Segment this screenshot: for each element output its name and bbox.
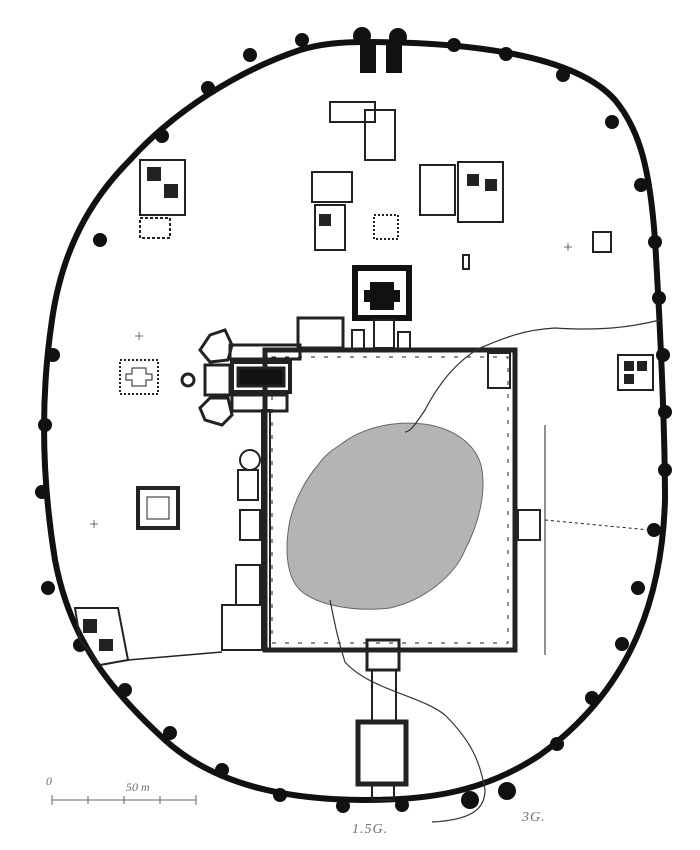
scale-bar (51, 795, 197, 805)
star-markers (90, 243, 572, 528)
wall-towers (35, 27, 672, 813)
scale-bar-zero-label: 0 (46, 774, 52, 788)
stream (329, 319, 661, 823)
annotation-2: 3G. (522, 810, 546, 825)
west-palace (180, 316, 345, 427)
scattered-buildings (119, 101, 654, 655)
annotation-1: 1.5G. (352, 822, 389, 837)
southwest-ruins (73, 607, 223, 667)
central-lake (286, 422, 484, 610)
west-gallery (221, 409, 271, 651)
enclosure-wall (41, 38, 669, 804)
north-gate (360, 45, 402, 73)
central-courtyard (262, 347, 518, 653)
scale-bar-length-label: 50 m (126, 780, 150, 794)
south-gate-complex (355, 638, 409, 801)
north-pavilion (351, 265, 412, 351)
northwest-ruins (139, 159, 186, 239)
